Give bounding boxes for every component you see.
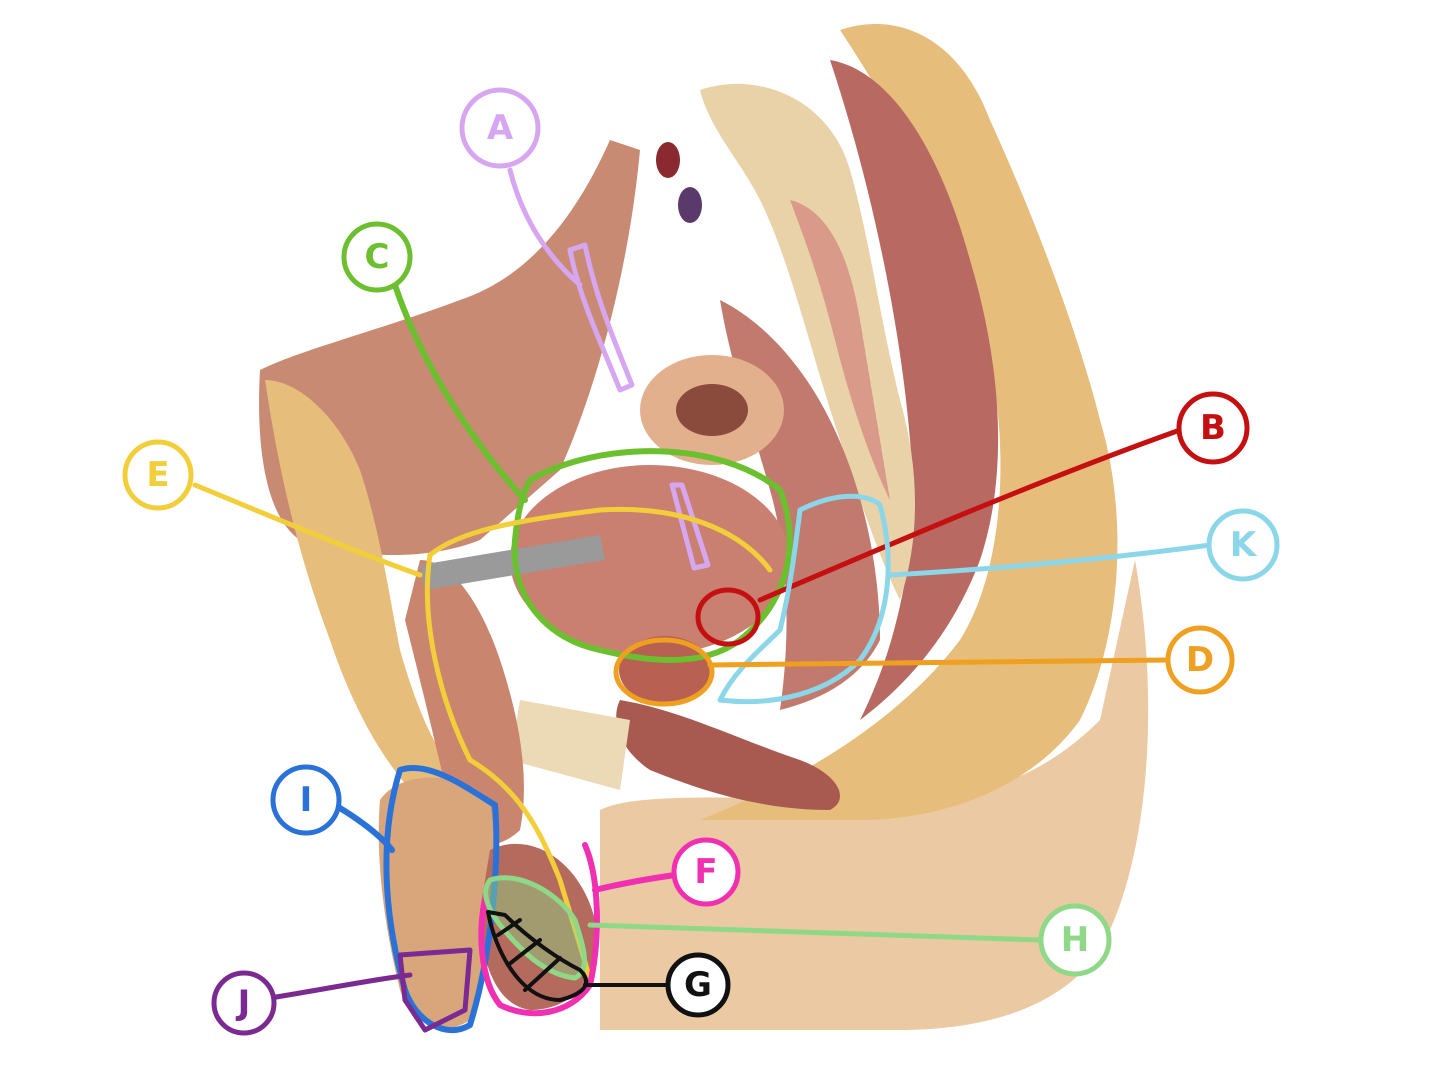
model-base-skin: [600, 560, 1149, 1030]
callout-b-label: B: [1200, 408, 1226, 448]
callout-d-circle: [1165, 625, 1235, 695]
back-muscle: [830, 60, 999, 720]
callout-e-region: [424, 506, 773, 983]
callout-d: D: [1165, 625, 1235, 695]
callout-c-region: [511, 448, 793, 663]
callout-f-overlay: [478, 842, 678, 1017]
callout-g-overlay: [486, 910, 672, 1002]
colon-lumen: [676, 384, 748, 436]
anatomy-model: [259, 24, 1149, 1030]
vessel-1: [656, 142, 680, 178]
callout-j-leader: [267, 972, 413, 1001]
callout-b-leader: [757, 427, 1183, 603]
callout-a-label: A: [487, 108, 514, 148]
callout-g-hatch-1: [496, 918, 522, 937]
perineal-muscle: [616, 700, 840, 810]
callout-d-leader: [707, 657, 1173, 668]
callout-e-label: E: [146, 455, 169, 495]
callout-i: I: [270, 764, 342, 836]
callout-h-label: H: [1061, 920, 1089, 960]
sacrum-marrow: [790, 200, 890, 500]
callout-k: K: [1206, 508, 1280, 582]
callout-f-circle: [671, 837, 741, 907]
callout-h: H: [1038, 903, 1112, 977]
pubic-region: [265, 380, 470, 800]
callout-a-region-2: [669, 482, 711, 571]
callout-a-leader: [507, 167, 583, 288]
callout-h-leader: [587, 922, 1043, 943]
callout-d-label: D: [1186, 640, 1214, 680]
callout-b-overlay: [695, 427, 1183, 647]
callout-j-overlay: [267, 947, 473, 1033]
callout-f: F: [671, 837, 741, 907]
callout-g: G: [665, 952, 731, 1018]
callout-b-region: [695, 587, 761, 647]
callout-h-region: [483, 875, 587, 981]
callout-f-region: [478, 842, 600, 1017]
callout-a-overlay: [507, 167, 711, 571]
callout-c-circle: [341, 221, 413, 293]
callout-i-overlay: [332, 765, 500, 1033]
callout-g-hatch-2: [506, 938, 542, 967]
callout-e-overlay: [192, 482, 773, 983]
callout-d-overlay: [613, 637, 1173, 707]
callout-h-overlay: [483, 875, 1043, 981]
callout-overlays: [192, 167, 1213, 1033]
callout-a: A: [459, 87, 541, 169]
callout-c-overlay: [392, 282, 793, 663]
callout-j-circle: [211, 970, 277, 1036]
callout-i-label: I: [300, 780, 313, 820]
callout-f-label: F: [694, 852, 717, 892]
vessel-2: [678, 187, 702, 223]
callout-c-label: C: [365, 237, 390, 277]
callout-markers: A B C D E F G H: [122, 87, 1280, 1036]
callout-g-circle: [665, 952, 731, 1018]
callout-b: B: [1176, 391, 1250, 465]
callout-b-circle: [1176, 391, 1250, 465]
prostate: [619, 636, 711, 704]
callout-d-region: [613, 637, 715, 707]
abdominal-wall: [259, 140, 640, 555]
callout-g-label: G: [684, 965, 712, 1005]
callout-c: C: [341, 221, 413, 293]
back-fat-layer: [700, 24, 1118, 820]
callout-i-region: [383, 765, 500, 1033]
penis-shaft: [405, 560, 524, 845]
callout-j-region: [397, 947, 473, 1033]
callout-k-overlay: [717, 493, 1213, 705]
callout-c-leader: [392, 282, 528, 503]
callout-a-region: [567, 242, 635, 393]
callout-j-label: J: [236, 983, 251, 1023]
callout-k-leader: [887, 542, 1213, 578]
callout-e-circle: [122, 439, 194, 511]
callout-k-label: K: [1230, 525, 1258, 565]
callout-i-circle: [270, 764, 342, 836]
sacrum-bone: [700, 83, 915, 601]
pubic-bone: [510, 700, 630, 790]
callout-g-hatch-3: [523, 956, 562, 992]
callout-h-circle: [1038, 903, 1112, 977]
callout-k-region: [717, 493, 891, 705]
callout-a-circle: [459, 87, 541, 169]
callout-f-leader: [592, 872, 678, 893]
callout-k-circle: [1206, 508, 1280, 582]
penis-glans: [378, 777, 494, 1029]
callout-e-leader: [192, 482, 423, 578]
callout-j: J: [211, 970, 277, 1036]
callout-e: E: [122, 439, 194, 511]
